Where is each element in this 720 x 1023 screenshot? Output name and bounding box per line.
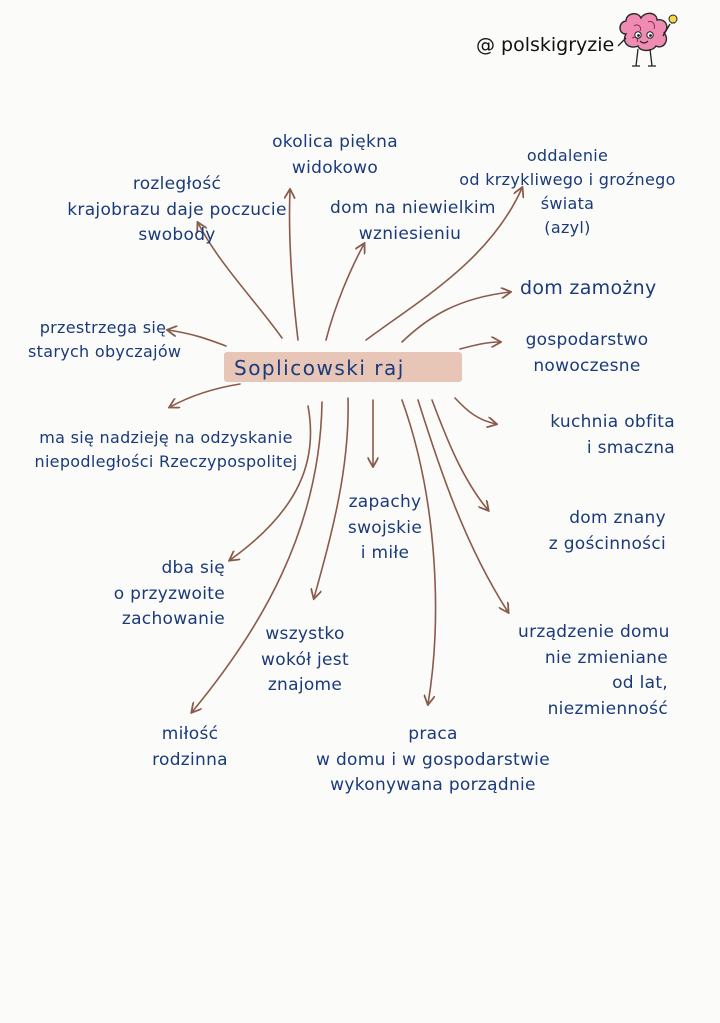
node-wszystko-line: wokół jest bbox=[261, 649, 349, 670]
arrow-to-nadzieja bbox=[170, 383, 241, 407]
node-milosc-line: rodzinna bbox=[152, 749, 228, 770]
arrow-to-gospodarstwo bbox=[459, 342, 500, 350]
node-dom-zamozny: dom zamożny bbox=[520, 274, 690, 303]
brain-mascot-logo bbox=[617, 12, 678, 67]
node-praca: praca w domu i w gospodarstwie wykonywana … bbox=[308, 722, 558, 799]
node-okolica: okolica piękna widokowo bbox=[270, 130, 400, 181]
arrow-to-kuchnia bbox=[454, 397, 496, 424]
arrow-to-okolica bbox=[289, 190, 299, 341]
node-okolica-line: okolica piękna bbox=[272, 132, 398, 152]
arrow-to-dba bbox=[230, 405, 312, 560]
node-rozleglosc: rozległość krajobrazu daje poczucie swobod… bbox=[62, 172, 292, 249]
node-kuchnia-line: i smaczna bbox=[586, 437, 675, 458]
arrow-to-obyczaje bbox=[168, 330, 227, 347]
brand-handle[interactable]: @ polskigryzie bbox=[476, 34, 615, 56]
node-dba: dba się o przyzwoite zachowanie bbox=[100, 556, 225, 633]
arrow-to-dom-zamozny bbox=[401, 292, 510, 343]
node-zapachy: zapachy swojskie i miłe bbox=[344, 490, 426, 567]
node-praca-line: w domu i w gospodarstwie bbox=[316, 749, 550, 770]
node-kuchnia: kuchnia obfita i smaczna bbox=[510, 410, 675, 461]
node-dom-wzniesienie-line: dom na niewielkim bbox=[330, 198, 496, 218]
node-okolica-line: widokowo bbox=[291, 157, 379, 178]
node-dom-zamozny-line: dom zamożny bbox=[520, 277, 657, 299]
node-oddalenie-line: świata bbox=[540, 194, 595, 213]
node-wszystko-line: znajome bbox=[267, 675, 343, 695]
node-oddalenie-line: oddalenie bbox=[526, 146, 609, 165]
central-topic-highlight bbox=[224, 352, 462, 382]
node-obyczaje-line: przestrzega się bbox=[39, 318, 167, 337]
arrow-to-oddalenie bbox=[365, 188, 522, 341]
node-milosc-line: miłość bbox=[161, 724, 219, 744]
node-zapachy-line: swojskie bbox=[347, 517, 423, 538]
node-oddalenie-line: (azyl) bbox=[544, 218, 591, 237]
node-dba-line: zachowanie bbox=[121, 609, 225, 629]
arrow-to-wszystko bbox=[314, 397, 349, 598]
node-urzadzenie-line: urządzenie domu bbox=[518, 622, 670, 642]
node-oddalenie-line: od krzykliwego i groźnego bbox=[459, 170, 676, 189]
node-rozleglosc-line: rozległość bbox=[132, 174, 222, 194]
arrow-to-milosc bbox=[192, 401, 323, 712]
node-zapachy-line: i miłe bbox=[360, 543, 410, 563]
node-kuchnia-line: kuchnia obfita bbox=[550, 412, 675, 432]
node-praca-line: wykonywana porządnie bbox=[330, 775, 536, 795]
node-nadzieja-line: niepodległości Rzeczypospolitej bbox=[34, 452, 298, 471]
node-obyczaje-line: starych obyczajów bbox=[28, 342, 182, 361]
arrow-to-urzadzenie bbox=[417, 399, 508, 612]
arrow-to-praca bbox=[401, 399, 437, 704]
node-urzadzenie-line: niezmienność bbox=[547, 698, 668, 719]
arrow-to-rozleglosc bbox=[198, 223, 283, 339]
node-oddalenie: oddalenie od krzykliwego i groźnego świata… bbox=[455, 144, 680, 240]
node-urzadzenie-line: od lat, bbox=[612, 673, 668, 693]
node-wszystko-line: wszystko bbox=[265, 624, 345, 644]
node-zapachy-line: zapachy bbox=[348, 492, 422, 512]
node-obyczaje: przestrzega się starych obyczajów bbox=[28, 316, 182, 364]
node-rozleglosc-line: krajobrazu daje poczucie bbox=[67, 199, 287, 220]
node-nadzieja-line: ma się nadzieję na odzyskanie bbox=[39, 428, 293, 447]
arrow-to-dom-znany bbox=[431, 399, 488, 510]
node-wszystko: wszystko wokół jest znajome bbox=[250, 622, 360, 699]
node-dba-line: o przyzwoite bbox=[113, 583, 225, 604]
node-dba-line: dba się bbox=[161, 558, 225, 578]
node-dom-wzniesienie: dom na niewielkim wzniesieniu bbox=[330, 196, 496, 247]
node-urzadzenie: urządzenie domu nie zmieniane od lat, niezm… bbox=[518, 620, 670, 722]
node-rozleglosc-line: swobody bbox=[138, 225, 216, 245]
node-gospodarstwo-line: gospodarstwo bbox=[525, 330, 649, 350]
node-urzadzenie-line: nie zmieniane bbox=[544, 647, 668, 668]
node-dom-znany: dom znany z gościnności bbox=[496, 506, 666, 557]
node-praca-line: praca bbox=[408, 724, 458, 744]
node-dom-znany-line: z gościnności bbox=[548, 533, 666, 554]
node-milosc: miłość rodzinna bbox=[140, 722, 240, 773]
node-gospodarstwo: gospodarstwo nowoczesne bbox=[522, 328, 652, 379]
node-dom-znany-line: dom znany bbox=[569, 508, 666, 528]
node-dom-wzniesienie-line: wzniesieniu bbox=[358, 223, 462, 244]
node-gospodarstwo-line: nowoczesne bbox=[533, 355, 641, 376]
arrow-to-dom-wzniesienie bbox=[325, 244, 364, 341]
central-topic: Soplicowski raj bbox=[234, 356, 405, 380]
node-nadzieja: ma się nadzieję na odzyskanie niepodległo… bbox=[26, 426, 306, 474]
